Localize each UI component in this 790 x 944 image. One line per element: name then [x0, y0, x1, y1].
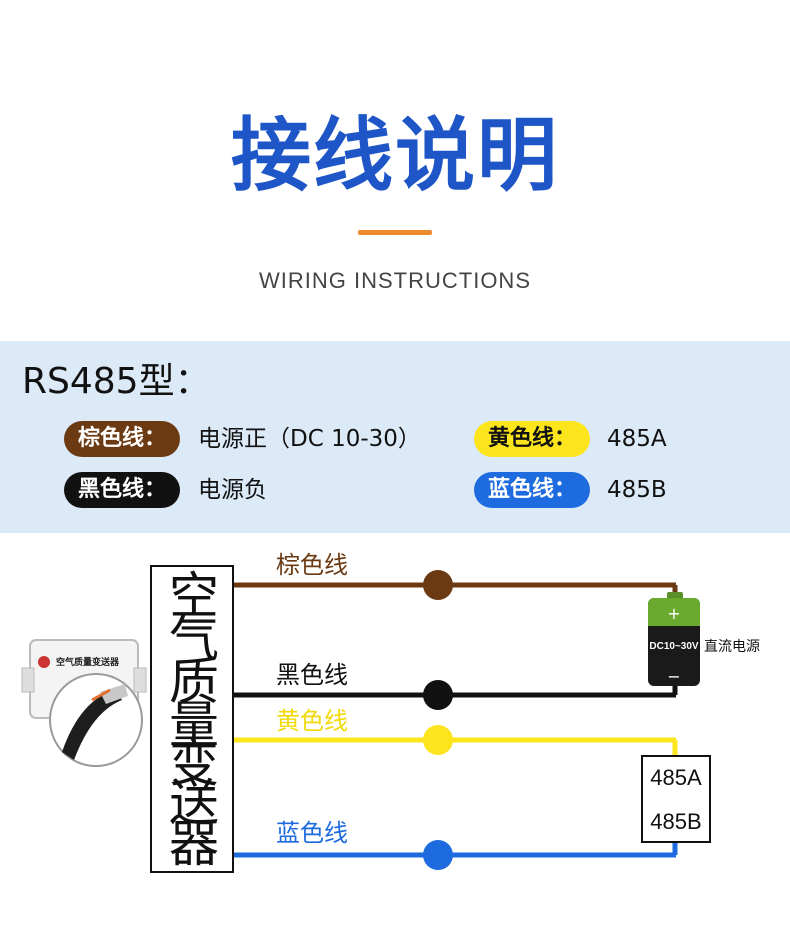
legend-pill-brown: 棕色线：	[64, 421, 181, 457]
yellow-wire-node	[423, 725, 453, 755]
black-wire-label: 黑色线	[276, 661, 348, 689]
device-label-char: 气	[169, 610, 219, 668]
title-underline	[358, 230, 432, 235]
sensor-device-image	[21, 639, 147, 767]
legend-pill-blue: 蓝色线：	[474, 472, 591, 508]
legend-value-yellow: 485A	[607, 426, 667, 452]
battery-minus: −	[667, 667, 680, 686]
device-label-char: 变	[169, 735, 219, 793]
device-label-char: 质	[169, 653, 219, 711]
legend-pill-yellow: 黄色线：	[474, 421, 591, 457]
device-label-char: 空	[169, 567, 219, 625]
device-label-char: 送	[169, 774, 219, 832]
blue-wire-node	[423, 840, 453, 870]
page-title: 接线说明	[231, 109, 559, 202]
terminal-485b: 485B	[650, 809, 702, 834]
legend-value-brown: 电源正（DC 10-30）	[198, 426, 421, 452]
battery-rating: DC10~30V	[649, 641, 699, 652]
device-label-char: 量	[169, 696, 219, 754]
brown-wire-node	[423, 570, 453, 600]
black-wire-node	[423, 680, 453, 710]
battery-icon: + −	[648, 592, 700, 686]
device-label-char: 器	[169, 815, 219, 873]
sensor-caption: 空气质量变送器	[56, 658, 120, 668]
battery-plus: +	[667, 604, 680, 623]
device-label-box: 空 气 质 量 变 送 器	[150, 565, 234, 873]
terminal-box: 485A 485B	[641, 755, 711, 843]
page-subtitle: WIRING INSTRUCTIONS	[259, 268, 531, 293]
legend-value-black: 电源负	[198, 477, 267, 503]
panel-title: RS485型：	[22, 361, 211, 402]
battery-label: 直流电源	[704, 639, 760, 655]
legend-pill-black: 黑色线：	[64, 472, 181, 508]
brown-wire-label: 棕色线	[276, 551, 348, 579]
blue-wire-label: 蓝色线	[276, 819, 348, 847]
terminal-485a: 485A	[650, 765, 702, 790]
yellow-wire-label: 黄色线	[276, 707, 348, 735]
legend-value-blue: 485B	[607, 477, 667, 503]
